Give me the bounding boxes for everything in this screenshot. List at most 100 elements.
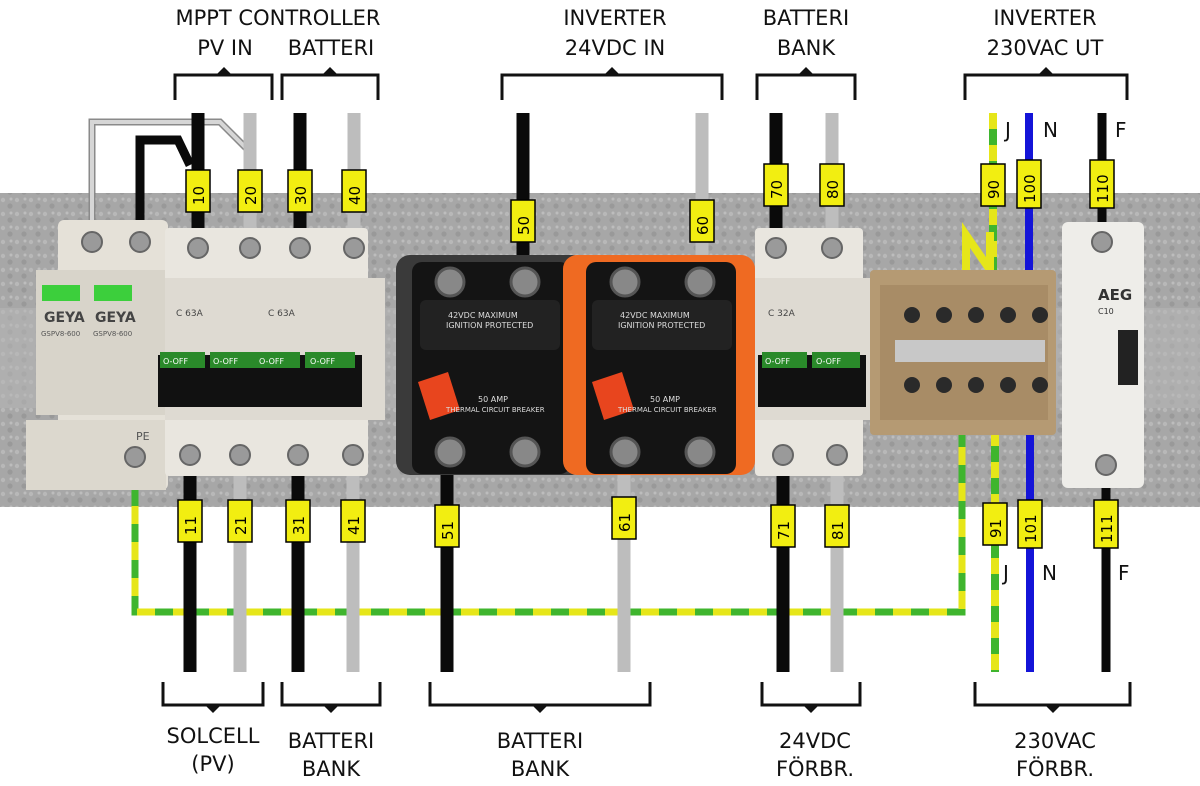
svg-text:10: 10 [190,186,208,205]
aeg-rating: C10 [1098,307,1114,316]
tag-30: 30 [287,169,313,213]
aeg-logo: AEG [1098,286,1132,304]
label-inverter-out-2: 230VAC UT [986,36,1104,60]
off-4: O-OFF [310,357,336,366]
svg-text:51: 51 [439,521,457,540]
label-solcell-1: SOLCELL [166,724,260,748]
label-top-j: J [1005,118,1011,142]
tag-101: 101 [1017,499,1043,549]
tag-81: 81 [824,504,850,548]
label-230vac-2: FÖRBR. [1015,757,1095,781]
off-3: O-OFF [259,357,285,366]
tag-70: 70 [763,163,789,207]
label-bank-1a: BATTERI [287,729,375,753]
wire-tags-top: 10 20 30 40 50 60 70 80 90 100 110 [185,159,1115,243]
label-batteri-bank-top-2: BANK [776,36,836,60]
mcb3-rating: C 32A [768,309,796,319]
svg-text:61: 61 [616,513,634,532]
label-inverter-in-2: 24VDC IN [564,36,666,60]
circuit-breaker-50a-1: 42VDC MAXIMUM IGNITION PROTECTED 50 AMP … [396,255,586,475]
spd-model-1: GSPV8-600 [41,330,80,338]
svg-text:21: 21 [232,516,250,535]
tag-91: 91 [982,502,1008,546]
spd-model-2: GSPV8-600 [93,330,132,338]
tag-50: 50 [510,199,536,243]
label-bottom-j: J [1003,561,1009,585]
surge-protector: GEYA GEYA GSPV8-600 GSPV8-600 PE [26,220,168,490]
tag-51: 51 [434,504,460,548]
dc-breakers-63a: C 63A C 63A O-OFF O-OFF O-OFF O-OFF [158,228,385,476]
bottom-bracket-arrows [205,705,1061,713]
tag-110: 110 [1089,159,1115,209]
tag-111: 111 [1093,499,1119,549]
circuit-breaker-50a-2: 42VDC MAXIMUM IGNITION PROTECTED 50 AMP … [563,255,755,475]
cb1-rating-top: 42VDC MAXIMUM [448,311,518,320]
label-24vdc-2: FÖRBR. [775,757,855,781]
svg-text:30: 30 [292,186,310,205]
label-batteri-top: BATTERI [287,36,375,60]
svg-text:90: 90 [985,180,1003,199]
tag-20: 20 [237,169,263,213]
mcb2-rating: C 63A [268,309,296,319]
cb1-rating-bottom2: THERMAL CIRCUIT BREAKER [445,406,545,414]
off-2: O-OFF [213,357,239,366]
svg-text:70: 70 [768,180,786,199]
cb2-rating-top: 42VDC MAXIMUM [620,311,690,320]
svg-text:91: 91 [987,519,1005,538]
tag-60: 60 [689,199,715,243]
bottom-brackets [161,682,1132,707]
label-inverter-out-1: INVERTER [993,6,1097,30]
label-top-f: F [1115,118,1127,142]
label-bottom-f: F [1118,561,1130,585]
tag-11: 11 [177,499,203,543]
label-24vdc-1: 24VDC [779,729,851,753]
svg-text:81: 81 [829,521,847,540]
svg-text:101: 101 [1022,514,1040,543]
top-bracket-arrows [216,67,1054,75]
wire-tags-bottom: 11 21 31 41 51 61 71 81 91 101 111 [177,496,1119,549]
label-bottom-n: N [1042,561,1057,585]
tag-31: 31 [285,499,311,543]
svg-text:71: 71 [775,521,793,540]
tag-100: 100 [1016,159,1042,209]
cb2-rating-bottom: 50 AMP [650,395,680,404]
label-batteri-bank-top-1: BATTERI [762,6,850,30]
geya-logo-1: GEYA [44,310,85,326]
tag-21: 21 [227,499,253,543]
cb2-rating-top2: IGNITION PROTECTED [618,321,705,330]
svg-text:50: 50 [515,216,533,235]
cb1-rating-top2: IGNITION PROTECTED [446,321,533,330]
svg-text:80: 80 [824,180,842,199]
off-5: O-OFF [765,357,791,366]
spd-jumpers [88,118,251,230]
off-6: O-OFF [816,357,842,366]
geya-logo-2: GEYA [95,310,136,326]
svg-text:60: 60 [694,216,712,235]
svg-text:31: 31 [290,516,308,535]
svg-text:40: 40 [346,186,364,205]
label-bank-2a: BATTERI [496,729,584,753]
tag-61: 61 [611,496,637,540]
svg-text:111: 111 [1098,514,1116,543]
label-bank-2b: BANK [510,757,570,781]
pe-label: PE [136,430,150,443]
tag-10: 10 [185,169,211,213]
label-pv-in: PV IN [197,36,253,60]
label-solcell-2: (PV) [191,752,235,776]
tag-71: 71 [770,504,796,548]
svg-text:11: 11 [182,516,200,535]
ac-breaker-aeg: AEG C10 [1062,222,1144,488]
cb1-rating-bottom: 50 AMP [478,395,508,404]
off-1: O-OFF [163,357,189,366]
dc-breaker-32a: C 32A O-OFF O-OFF [755,228,877,476]
label-mppt-controller: MPPT CONTROLLER [175,6,381,30]
svg-text:110: 110 [1094,174,1112,203]
cb2-rating-bottom2: THERMAL CIRCUIT BREAKER [617,406,717,414]
svg-text:20: 20 [242,186,260,205]
label-inverter-in-1: INVERTER [563,6,667,30]
top-brackets [173,73,1129,100]
label-230vac-1: 230VAC [1014,729,1096,753]
terminal-blocks [870,270,1056,435]
tag-41: 41 [340,499,366,543]
